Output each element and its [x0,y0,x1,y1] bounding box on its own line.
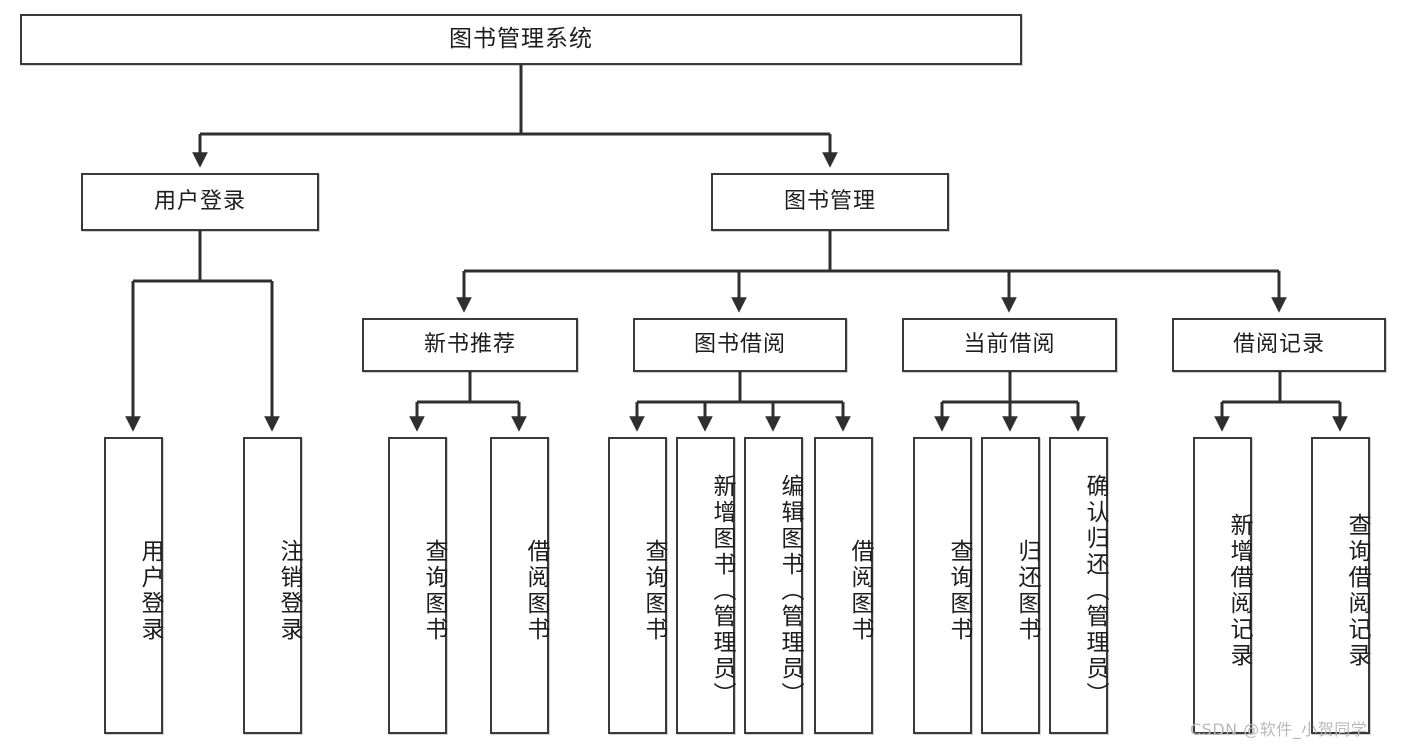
leaf-borrow-record-query-record[interactable]: 查询借阅记录 [1311,437,1370,734]
node-book-management[interactable]: 图书管理 [711,173,949,231]
leaf-user-login-login[interactable]: 用户登录 [104,437,163,734]
node-current-borrow[interactable]: 当前借阅 [902,318,1117,372]
node-book-borrow[interactable]: 图书借阅 [633,318,847,372]
leaf-book-borrow-add-book-admin[interactable]: 新增图书（管理员） [676,437,735,734]
leaf-book-borrow-edit-book-admin[interactable]: 编辑图书（管理员） [744,437,803,734]
node-borrow-record[interactable]: 借阅记录 [1172,318,1386,372]
leaf-user-login-logout[interactable]: 注销登录 [243,437,302,734]
node-root-system[interactable]: 图书管理系统 [20,14,1022,65]
leaf-book-borrow-borrow-book[interactable]: 借阅图书 [814,437,873,734]
node-user-login[interactable]: 用户登录 [81,173,319,231]
leaf-current-borrow-confirm-return-admin[interactable]: 确认归还（管理员） [1049,437,1108,734]
leaf-book-borrow-query-book[interactable]: 查询图书 [608,437,667,734]
leaf-borrow-record-add-record[interactable]: 新增借阅记录 [1193,437,1252,734]
csdn-watermark: CSDN @软件_小贺同学 [1190,720,1368,739]
leaf-new-book-borrow-book[interactable]: 借阅图书 [490,437,549,734]
node-new-book-recommend[interactable]: 新书推荐 [362,318,578,372]
leaf-current-borrow-return-book[interactable]: 归还图书 [981,437,1040,734]
leaf-current-borrow-query-book[interactable]: 查询图书 [913,437,972,734]
leaf-new-book-query-book[interactable]: 查询图书 [388,437,447,734]
